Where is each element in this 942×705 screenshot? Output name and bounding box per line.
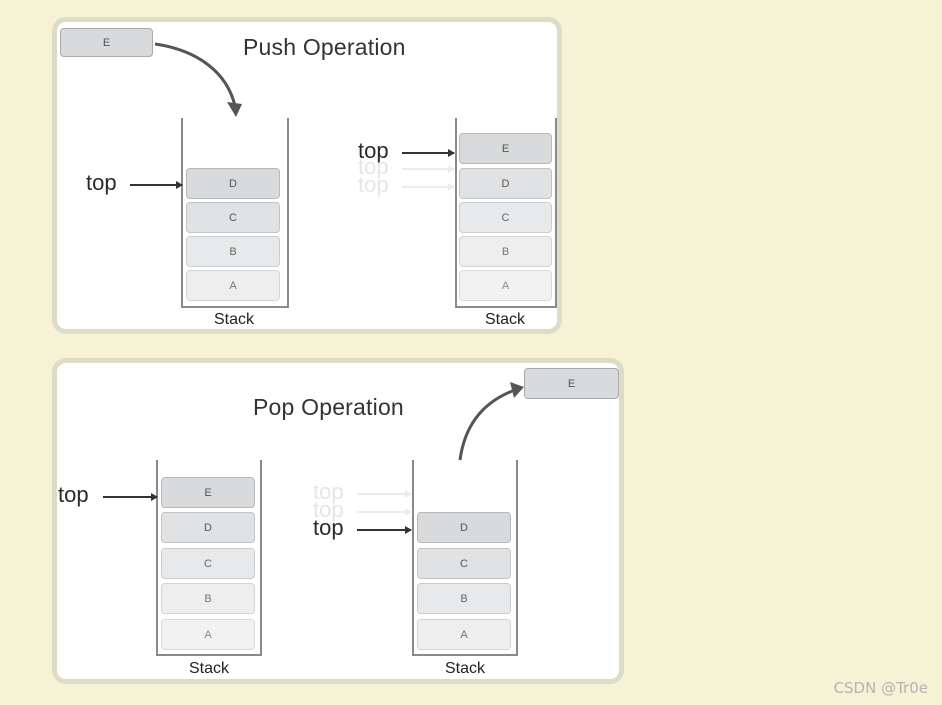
push-after-top-ghost: top — [358, 154, 389, 179]
push-before-cell: B — [186, 236, 280, 267]
push-before-cell: A — [186, 270, 280, 301]
pop-after-cell: D — [417, 512, 511, 543]
push-title: Push Operation — [243, 34, 406, 60]
pop-operation-panel: Pop Operation E E D C B A Stack top D C … — [52, 358, 624, 684]
push-before-stack — [181, 118, 289, 308]
push-after-top-arrow — [402, 149, 455, 156]
pop-before-top-label: top — [58, 482, 89, 507]
pop-after-top-ghost-arrow — [357, 508, 412, 515]
push-before-top-arrow — [130, 181, 183, 188]
push-after-top-ghost-arrow — [402, 183, 455, 190]
push-arrow-curve — [154, 42, 242, 117]
pop-before-cell: A — [161, 619, 255, 650]
push-after-cell: B — [459, 236, 552, 267]
pop-before-stack — [156, 460, 262, 656]
push-before-top-label: top — [86, 170, 117, 195]
pop-after-stack — [412, 460, 518, 656]
push-after-top-ghost-arrow — [402, 165, 455, 172]
pop-before-cell: C — [161, 548, 255, 579]
pop-after-top-ghost: top — [313, 479, 344, 504]
pop-after-cell: C — [417, 548, 511, 579]
push-before-cell: D — [186, 168, 280, 199]
pop-outgoing-element: E — [524, 368, 619, 399]
push-after-top-label: top — [358, 138, 389, 163]
pop-after-cell: A — [417, 619, 511, 650]
push-after-cell: A — [459, 270, 552, 301]
pop-before-stack-label: Stack — [188, 660, 229, 677]
pop-title: Pop Operation — [253, 394, 404, 420]
pop-before-cell: D — [161, 512, 255, 543]
pop-before-top-arrow — [103, 493, 158, 500]
pop-after-top-ghost-arrow — [357, 490, 412, 497]
push-before-stack-label: Stack — [213, 311, 254, 328]
push-after-top-ghost: top — [358, 172, 389, 197]
push-after-cell: C — [459, 202, 552, 233]
push-operation-panel: Push Operation E D C B A Stack top E D C… — [52, 17, 562, 334]
watermark: CSDN @Tr0e — [833, 679, 928, 697]
pop-before-cell: E — [161, 477, 255, 508]
pop-after-stack-label: Stack — [444, 660, 485, 677]
push-before-cell: C — [186, 202, 280, 233]
pop-arrow-curve — [458, 382, 524, 461]
pop-after-top-label: top — [313, 515, 344, 540]
push-after-cell: E — [459, 133, 552, 164]
pop-after-top-ghost: top — [313, 497, 344, 522]
pop-before-cell: B — [161, 583, 255, 614]
push-after-stack — [455, 118, 557, 308]
pop-after-top-arrow — [357, 526, 412, 533]
pop-after-cell: B — [417, 583, 511, 614]
push-incoming-element: E — [60, 28, 153, 57]
push-after-stack-label: Stack — [484, 311, 525, 328]
push-after-cell: D — [459, 168, 552, 199]
